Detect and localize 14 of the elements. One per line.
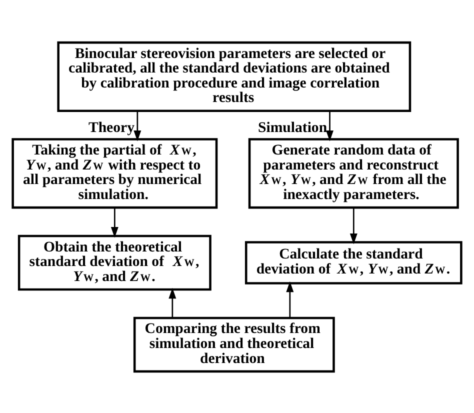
node-box: Calculate the standard deviation of XW, YW, and ZW. [244, 240, 462, 284]
arrow [110, 207, 118, 238]
edge-label: Simulation [258, 119, 328, 136]
arrow [134, 110, 142, 141]
arrow [168, 287, 176, 318]
node-box: Taking the partial of XW, YW, and ZW with respect to all parameters by numerical simulation. [12, 138, 218, 208]
arrow [350, 207, 358, 244]
edge-label: Theory [88, 119, 134, 136]
node-box: Obtain the theoretical standard deviation of XW, YW, and ZW. [18, 234, 212, 290]
node-box: Binocular stereovision parameters are selected or calibrated, all the standard deviations are obtained by calibration procedure and image correlation results [57, 40, 412, 112]
node-box: Generate random data of parameters and reconstruct XW, YW, and ZW from all the inexactly parameters. [248, 138, 459, 208]
node-box: Comparing the results from simulation and theoretical derivation [133, 316, 335, 372]
arrow [326, 110, 334, 141]
arrow [286, 280, 294, 318]
